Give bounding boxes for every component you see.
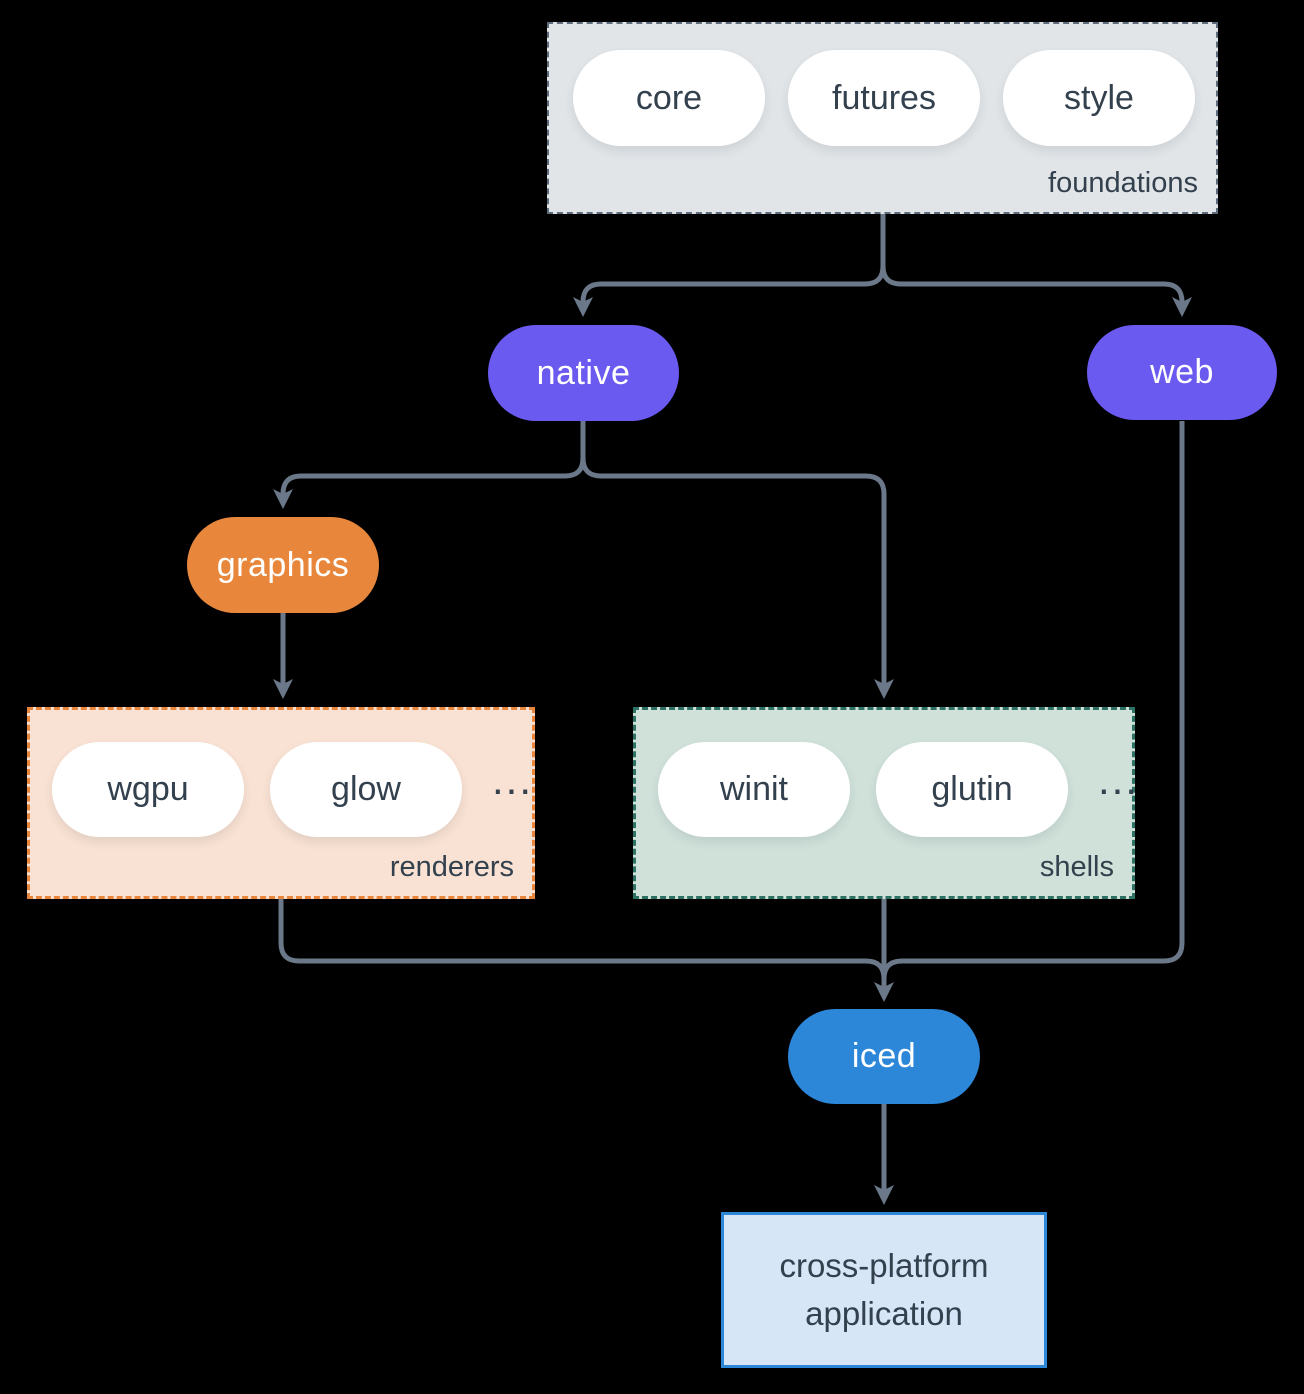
node-native: native [488,325,679,421]
node-iced: iced [788,1009,980,1104]
edge-foundations-native [573,214,886,317]
edge-renderers-merge [278,899,887,980]
group-shells: winit glutin ... shells [633,707,1137,899]
node-core: core [573,50,765,146]
node-style: style [1003,50,1195,146]
application-label-line2: application [805,1295,963,1332]
shells-pill-row: winit glutin ... [658,742,1139,837]
node-web: web [1087,325,1277,420]
foundations-label: foundations [1048,167,1198,199]
edge-native-shells [580,421,894,699]
shells-label: shells [1039,851,1114,883]
node-wgpu: wgpu [52,742,244,837]
renderers-label: renderers [389,851,514,883]
node-futures: futures [788,50,980,146]
group-renderers: wgpu glow ... renderers [27,707,535,899]
shells-ellipsis: ... [1098,755,1140,803]
edge-native-graphics [273,421,586,509]
foundations-pill-row: core futures style [573,50,1195,146]
node-glow: glow [270,742,462,837]
node-winit: winit [658,742,850,837]
node-cross-platform-application: cross-platform application [721,1212,1047,1368]
renderers-pill-row: wgpu glow ... [52,742,533,837]
renderers-ellipsis: ... [492,755,534,803]
node-graphics: graphics [187,517,379,613]
group-foundations: core futures style foundations [547,22,1218,214]
node-glutin: glutin [876,742,1068,837]
application-label-line1: cross-platform [779,1247,989,1285]
edge-foundations-web [880,214,1192,317]
